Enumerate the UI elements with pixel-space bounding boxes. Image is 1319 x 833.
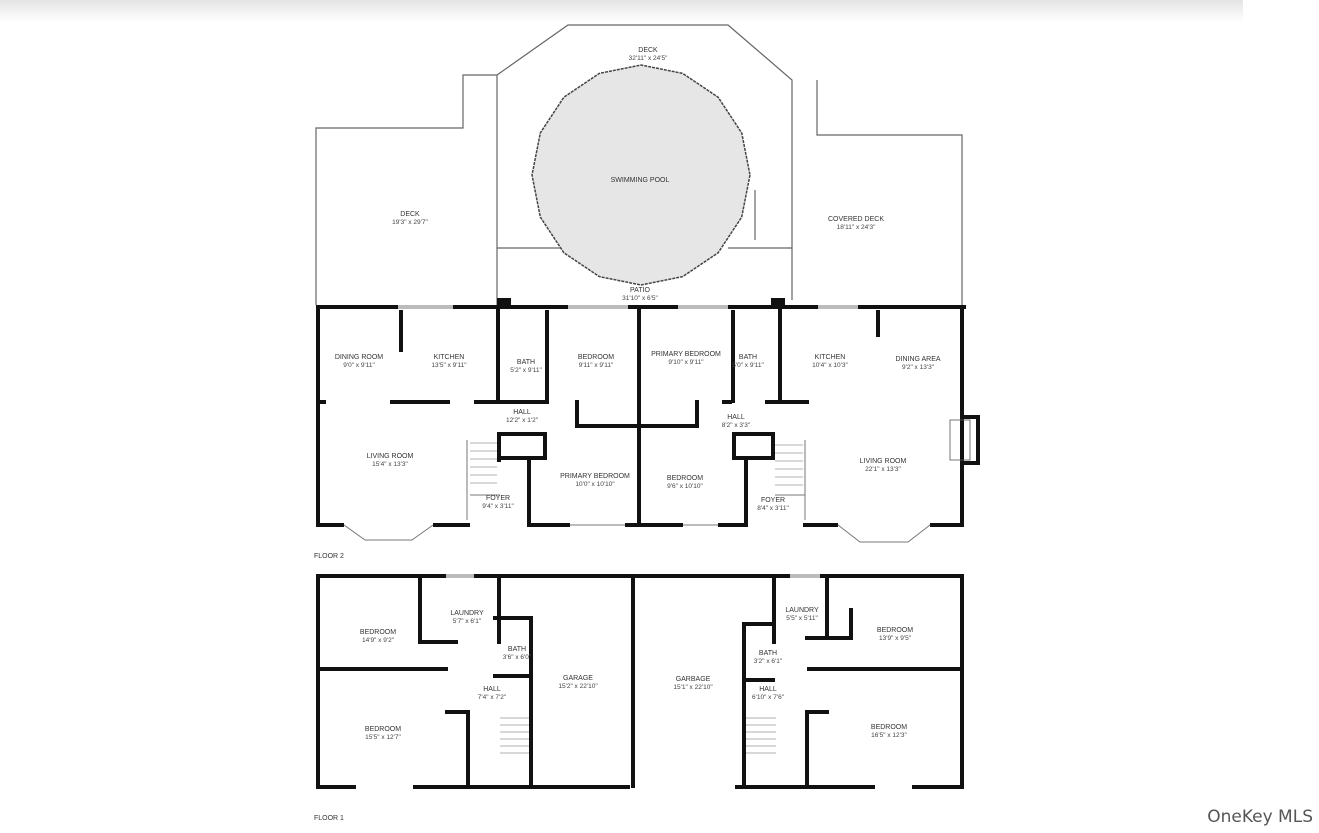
floor1-walls xyxy=(316,574,964,789)
swimming-pool xyxy=(531,64,751,286)
room-name: COVERED DECK xyxy=(828,216,884,223)
floor2-walls xyxy=(316,298,980,527)
room-dimensions: 9'2" x 13'3" xyxy=(902,364,935,371)
room-dimensions: 5'5" x 5'11" xyxy=(786,615,818,622)
room-name: HALL xyxy=(483,686,501,693)
room-dimensions: 13'9" x 9'5" xyxy=(879,635,912,642)
room-dimensions: 5'7" x 6'1" xyxy=(453,618,482,625)
floor2-label: FLOOR 2 xyxy=(314,553,344,560)
room-dimensions: 19'3" x 29'7" xyxy=(392,219,428,226)
room-dimensions: 8'2" x 3'3" xyxy=(722,422,751,429)
room-name: BATH xyxy=(759,650,777,657)
room-name: LAUNDRY xyxy=(450,610,484,617)
room-dimensions: 12'2" x 1'2" xyxy=(506,417,539,424)
room-dimensions: 22'1" x 13'3" xyxy=(865,466,901,473)
room-dimensions: 14'9" x 9'2" xyxy=(362,637,395,644)
room-dimensions: 10'0" x 10'10" xyxy=(575,481,615,488)
room-name: BEDROOM xyxy=(877,627,913,634)
room-name: GARBAGE xyxy=(676,676,711,683)
room-name: HALL xyxy=(513,409,531,416)
room-dimensions: 13'5" x 9'11" xyxy=(431,362,467,369)
room-name: BATH xyxy=(508,646,526,653)
room-dimensions: 3'6" x 6'0" xyxy=(503,654,532,661)
watermark: OneKey MLS xyxy=(1207,807,1313,827)
floor1-label: FLOOR 1 xyxy=(314,815,344,822)
room-dimensions: 18'11" x 24'3" xyxy=(837,224,876,231)
room-dimensions: 32'11" x 24'5" xyxy=(629,55,668,62)
room-dimensions: 15'5" x 12'7" xyxy=(365,734,401,741)
room-name: LIVING ROOM xyxy=(367,453,414,460)
room-dimensions: 9'10" x 9'11" xyxy=(668,359,704,366)
floor2-stairs xyxy=(470,442,803,486)
room-dimensions: 5'0" x 9'11" xyxy=(732,362,764,369)
room-name: LAUNDRY xyxy=(785,607,819,614)
room-name: FOYER xyxy=(761,497,785,504)
room-name: DECK xyxy=(638,47,658,54)
room-dimensions: 16'5" x 12'3" xyxy=(871,732,907,739)
floor2-windows xyxy=(343,440,931,543)
room-name: DINING AREA xyxy=(895,356,940,363)
room-name: BATH xyxy=(517,359,535,366)
room-dimensions: 31'10" x 6'5" xyxy=(622,295,658,302)
room-dimensions: 15'2" x 22'10" xyxy=(558,683,598,690)
room-name: PATIO xyxy=(630,287,651,294)
outdoor-outlines xyxy=(315,24,963,305)
room-name: HALL xyxy=(759,686,777,693)
room-dimensions: 9'6" x 10'10" xyxy=(667,483,703,490)
room-dimensions: 9'11" x 9'11" xyxy=(579,362,614,369)
room-name: BEDROOM xyxy=(365,726,401,733)
room-name: FOYER xyxy=(486,495,510,502)
room-dimensions: 9'0" x 9'11" xyxy=(343,362,375,369)
room-dimensions: 6'10" x 7'6" xyxy=(752,694,785,701)
room-dimensions: 3'2" x 6'1" xyxy=(754,658,783,665)
room-dimensions: 15'1" x 22'10" xyxy=(673,684,713,691)
room-name: PRIMARY BEDROOM xyxy=(651,351,721,358)
room-name: GARAGE xyxy=(563,675,593,682)
room-name: HALL xyxy=(727,414,745,421)
top-bar xyxy=(0,0,1243,22)
room-name: BATH xyxy=(739,354,757,361)
room-dimensions: 10'4" x 10'3" xyxy=(812,362,848,369)
room-name: KITCHEN xyxy=(434,354,465,361)
room-name: BEDROOM xyxy=(667,475,703,482)
room-name: KITCHEN xyxy=(815,354,846,361)
room-name: BEDROOM xyxy=(360,629,396,636)
floor1-stairs xyxy=(500,717,776,754)
room-dimensions: 7'4" x 7'2" xyxy=(478,694,507,701)
room-name: LIVING ROOM xyxy=(860,458,907,465)
room-dimensions: 15'4" x 13'3" xyxy=(372,461,408,468)
room-name: BEDROOM xyxy=(578,354,614,361)
room-name: BEDROOM xyxy=(871,724,907,731)
room-name: SWIMMING POOL xyxy=(611,177,670,184)
room-dimensions: 5'2" x 9'11" xyxy=(510,367,542,374)
room-dimensions: 9'4" x 3'11" xyxy=(482,503,514,510)
room-name: DINING ROOM xyxy=(335,354,383,361)
room-name: DECK xyxy=(400,211,420,218)
room-dimensions: 8'4" x 3'11" xyxy=(757,505,789,512)
room-name: PRIMARY BEDROOM xyxy=(560,473,630,480)
